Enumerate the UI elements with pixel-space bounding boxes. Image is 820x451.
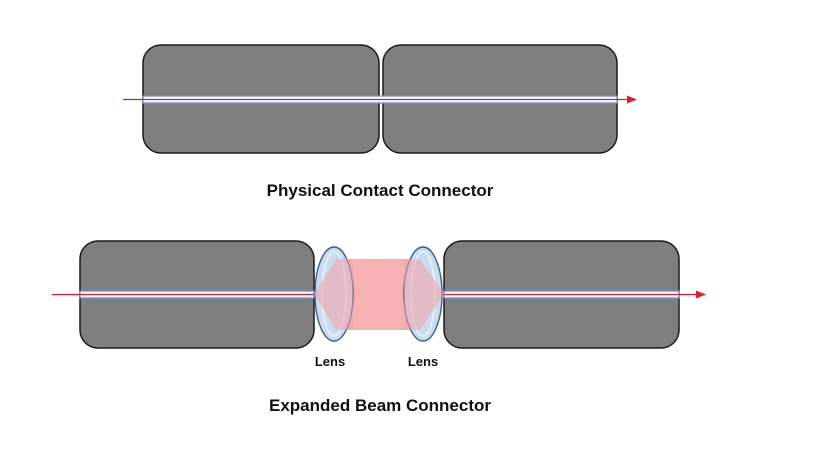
lens-label-right: Lens [408, 354, 438, 369]
physical-contact-title: Physical Contact Connector [267, 181, 494, 200]
expanded-beam-connector: Lens Lens Expanded Beam Connector [52, 240, 706, 415]
fiber-pc [142, 95, 618, 104]
fiber-eb-left [79, 290, 315, 299]
fiber-eb-right [443, 290, 680, 299]
lens-label-left: Lens [315, 354, 345, 369]
physical-contact-connector: Physical Contact Connector [123, 44, 637, 200]
expanded-beam-title: Expanded Beam Connector [269, 396, 491, 415]
